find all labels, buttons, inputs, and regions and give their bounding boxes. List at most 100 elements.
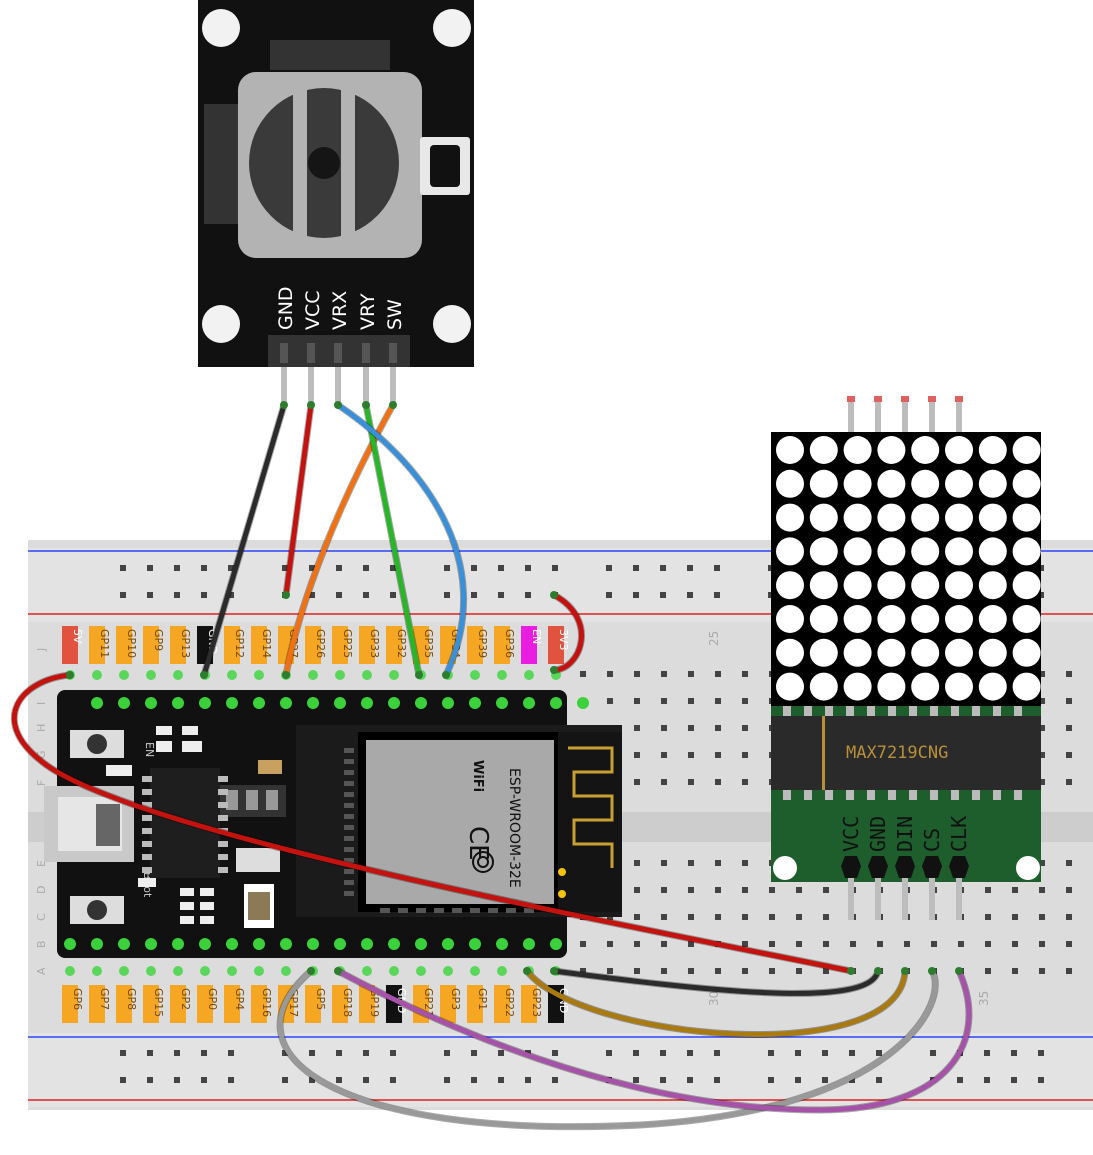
breadboard-hole[interactable] [715, 671, 721, 677]
breadboard-hole[interactable] [769, 968, 775, 974]
breadboard-hole[interactable] [634, 779, 640, 785]
breadboard-hole[interactable] [634, 698, 640, 704]
breadboard-hole[interactable] [715, 725, 721, 731]
breadboard-hole[interactable] [715, 914, 721, 920]
rail-hole[interactable] [471, 592, 477, 598]
rail-hole[interactable] [687, 565, 693, 571]
breadboard-hole[interactable] [1012, 914, 1018, 920]
breadboard-hole[interactable] [958, 941, 964, 947]
breadboard-hole[interactable] [877, 941, 883, 947]
rail-hole[interactable] [309, 565, 315, 571]
rail-hole[interactable] [309, 592, 315, 598]
breadboard-hole[interactable] [1066, 725, 1072, 731]
breadboard-hole[interactable] [823, 968, 829, 974]
breadboard-hole[interactable] [580, 671, 586, 677]
rail-hole[interactable] [444, 592, 450, 598]
breadboard-hole[interactable] [742, 968, 748, 974]
rail-hole[interactable] [714, 592, 720, 598]
rail-hole[interactable] [687, 1050, 693, 1056]
breadboard-hole[interactable] [742, 725, 748, 731]
rail-hole[interactable] [984, 1077, 990, 1083]
rail-hole[interactable] [174, 565, 180, 571]
rail-hole[interactable] [525, 1077, 531, 1083]
rail-hole[interactable] [714, 1077, 720, 1083]
rail-hole[interactable] [201, 1077, 207, 1083]
breadboard-hole[interactable] [796, 887, 802, 893]
breadboard-hole[interactable] [661, 914, 667, 920]
rail-hole[interactable] [606, 592, 612, 598]
rail-hole[interactable] [714, 1050, 720, 1056]
rail-hole[interactable] [930, 1050, 936, 1056]
breadboard-hole[interactable] [985, 914, 991, 920]
breadboard-hole[interactable] [688, 860, 694, 866]
rail-hole[interactable] [336, 565, 342, 571]
rail-hole[interactable] [687, 1077, 693, 1083]
breadboard-hole[interactable] [1039, 752, 1045, 758]
breadboard-hole[interactable] [688, 941, 694, 947]
breadboard-hole[interactable] [1066, 779, 1072, 785]
breadboard-hole[interactable] [688, 698, 694, 704]
rail-hole[interactable] [471, 565, 477, 571]
breadboard-hole[interactable] [688, 671, 694, 677]
breadboard-hole[interactable] [1066, 860, 1072, 866]
breadboard-hole[interactable] [634, 914, 640, 920]
rail-hole[interactable] [390, 1050, 396, 1056]
breadboard-hole[interactable] [796, 968, 802, 974]
breadboard-hole[interactable] [1039, 779, 1045, 785]
breadboard-hole[interactable] [607, 968, 613, 974]
breadboard-hole[interactable] [1039, 968, 1045, 974]
breadboard-hole[interactable] [823, 914, 829, 920]
breadboard-hole[interactable] [661, 725, 667, 731]
breadboard-hole[interactable] [715, 887, 721, 893]
breadboard-hole[interactable] [985, 887, 991, 893]
rail-hole[interactable] [363, 1077, 369, 1083]
rail-hole[interactable] [822, 1077, 828, 1083]
breadboard-hole[interactable] [1066, 887, 1072, 893]
breadboard-hole[interactable] [688, 914, 694, 920]
breadboard-hole[interactable] [1012, 887, 1018, 893]
rail-hole[interactable] [282, 565, 288, 571]
breadboard-hole[interactable] [715, 860, 721, 866]
breadboard-hole[interactable] [661, 779, 667, 785]
rail-hole[interactable] [1038, 1050, 1044, 1056]
rail-hole[interactable] [336, 1050, 342, 1056]
breadboard-hole[interactable] [931, 941, 937, 947]
breadboard-hole[interactable] [715, 752, 721, 758]
rail-hole[interactable] [120, 1050, 126, 1056]
breadboard-hole[interactable] [580, 968, 586, 974]
rail-hole[interactable] [174, 592, 180, 598]
breadboard-hole[interactable] [634, 887, 640, 893]
breadboard-hole[interactable] [823, 941, 829, 947]
rail-hole[interactable] [228, 592, 234, 598]
rail-hole[interactable] [471, 1050, 477, 1056]
breadboard-hole[interactable] [688, 779, 694, 785]
breadboard-hole[interactable] [1039, 671, 1045, 677]
breadboard-hole[interactable] [742, 887, 748, 893]
rail-hole[interactable] [282, 1077, 288, 1083]
rail-hole[interactable] [552, 1050, 558, 1056]
rail-hole[interactable] [444, 1077, 450, 1083]
rail-hole[interactable] [876, 1077, 882, 1083]
breadboard-hole[interactable] [904, 941, 910, 947]
rail-hole[interactable] [768, 1077, 774, 1083]
rail-hole[interactable] [471, 1077, 477, 1083]
breadboard-hole[interactable] [1039, 698, 1045, 704]
rail-hole[interactable] [444, 565, 450, 571]
breadboard-hole[interactable] [661, 941, 667, 947]
breadboard-hole[interactable] [661, 698, 667, 704]
breadboard-hole[interactable] [634, 671, 640, 677]
breadboard-hole[interactable] [1012, 941, 1018, 947]
rail-hole[interactable] [957, 1077, 963, 1083]
rail-hole[interactable] [876, 1050, 882, 1056]
rail-hole[interactable] [498, 1050, 504, 1056]
breadboard-hole[interactable] [688, 968, 694, 974]
breadboard-hole[interactable] [607, 671, 613, 677]
rail-hole[interactable] [390, 1077, 396, 1083]
breadboard-hole[interactable] [1066, 914, 1072, 920]
rail-hole[interactable] [633, 1077, 639, 1083]
breadboard-hole[interactable] [769, 941, 775, 947]
rail-hole[interactable] [606, 1050, 612, 1056]
rail-hole[interactable] [795, 1077, 801, 1083]
breadboard-hole[interactable] [742, 752, 748, 758]
breadboard-hole[interactable] [580, 941, 586, 947]
